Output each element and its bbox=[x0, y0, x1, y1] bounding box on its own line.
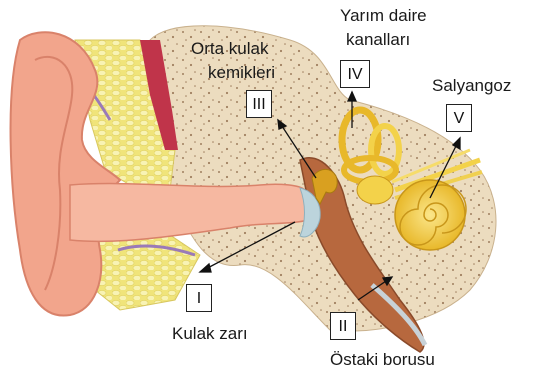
label-salyangoz: Salyangoz bbox=[432, 76, 511, 96]
arrowhead-I bbox=[200, 264, 211, 272]
marker-IV: IV bbox=[340, 60, 370, 88]
arrowhead-IV bbox=[348, 92, 356, 101]
label-orta-kulak-line2: kemikleri bbox=[208, 63, 275, 83]
label-yarim-daire-line2: kanalları bbox=[346, 30, 410, 50]
label-kulak-zari: Kulak zarı bbox=[172, 324, 248, 344]
vestibule bbox=[357, 176, 393, 204]
marker-III: III bbox=[246, 90, 272, 118]
label-ostaki: Östaki borusu bbox=[330, 350, 435, 370]
marker-II: II bbox=[330, 312, 356, 340]
marker-I: I bbox=[186, 284, 212, 312]
marker-V: V bbox=[446, 104, 472, 132]
fatty-tissue-lower bbox=[95, 230, 200, 310]
label-orta-kulak-line1: Orta kulak bbox=[191, 39, 268, 59]
label-yarim-daire-line1: Yarım daire bbox=[340, 6, 427, 26]
